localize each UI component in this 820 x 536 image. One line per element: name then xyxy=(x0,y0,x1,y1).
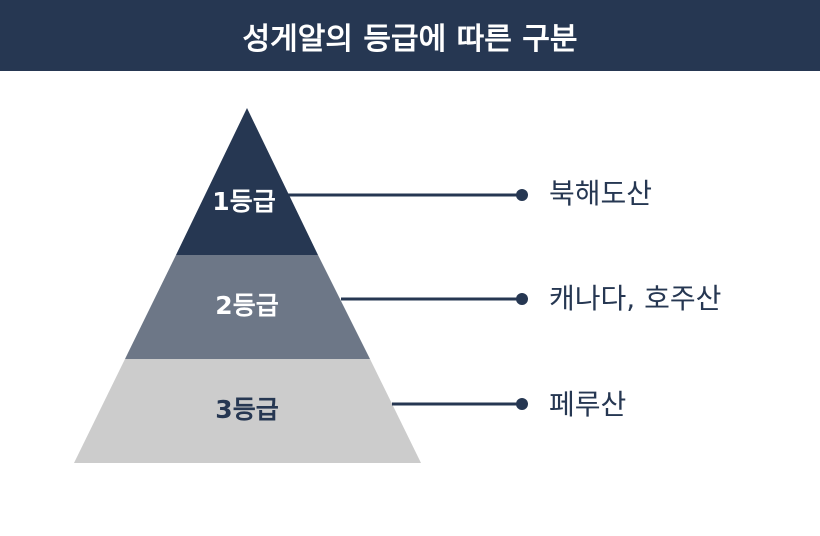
connector-dot-2 xyxy=(516,293,528,305)
tier-2-label: 2등급 xyxy=(215,291,278,320)
origin-label-3: 페루산 xyxy=(549,388,626,421)
origin-label-2: 캐나다, 호주산 xyxy=(549,282,721,315)
pyramid-tier-2 xyxy=(125,255,370,359)
connector-dot-1 xyxy=(516,189,528,201)
tier-3-label: 3등급 xyxy=(215,395,278,424)
header-bar: 성게알의 등급에 따른 구분 xyxy=(0,0,820,71)
origin-label-1: 북해도산 xyxy=(549,177,652,210)
pyramid-tier-1 xyxy=(176,108,318,255)
tier-1-label: 1등급 xyxy=(212,187,275,216)
pyramid-tier-3 xyxy=(74,359,421,463)
page-title: 성게알의 등급에 따른 구분 xyxy=(242,21,578,57)
connector-dot-3 xyxy=(516,398,528,410)
